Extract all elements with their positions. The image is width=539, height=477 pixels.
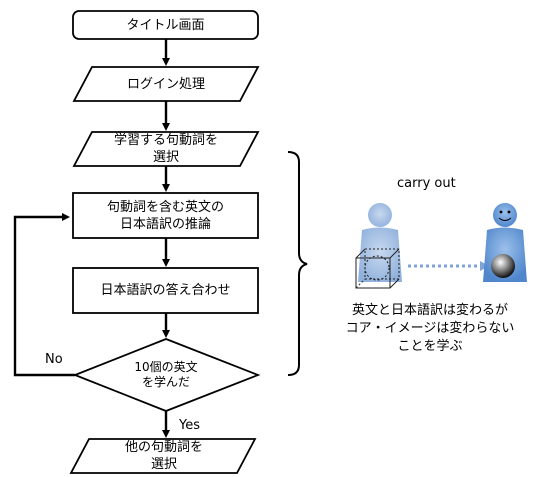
illustration-caption: 英文と日本語訳は変わるが コア・イメージは変わらない ことを学ぶ <box>345 303 515 354</box>
login-box <box>72 66 260 102</box>
check-box <box>72 267 259 314</box>
ball-icon <box>491 254 515 278</box>
infer-label: 句動詞を含む英文の 日本語訳の推論 <box>106 199 224 232</box>
login-label: ログイン処理 <box>126 76 205 92</box>
select-verb-box <box>72 131 260 167</box>
phrase-label: carry out <box>397 176 456 191</box>
next-verb-box <box>69 438 257 474</box>
person-figure-left <box>358 203 402 282</box>
right-brace <box>287 151 308 376</box>
next-verb-label: 他の句動詞を 選択 <box>124 440 203 472</box>
branch-yes-label: Yes <box>179 418 200 433</box>
person-figure-right <box>483 203 527 282</box>
branch-no-label: No <box>45 352 63 367</box>
title-screen-label: タイトル画面 <box>126 17 205 33</box>
loop-back-line <box>13 213 75 377</box>
wireframe-cube-icon <box>355 248 400 289</box>
check-label: 日本語訳の答え合わせ <box>100 283 231 298</box>
select-verb-label: 学習する句動詞を 選択 <box>113 133 218 165</box>
decision-label: 10個の英文 を学んだ <box>134 360 198 389</box>
